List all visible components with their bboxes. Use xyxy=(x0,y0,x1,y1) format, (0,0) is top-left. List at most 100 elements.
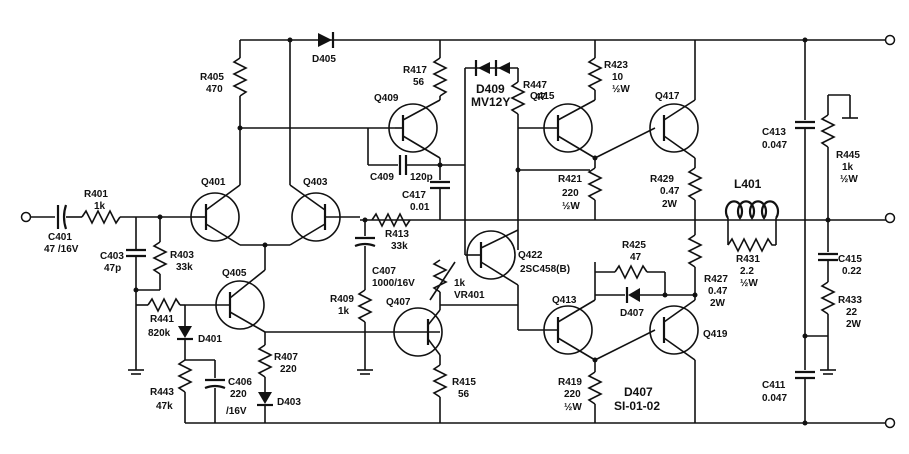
value-c409: 120p xyxy=(410,172,433,183)
wattage-r433: 2W xyxy=(846,319,862,330)
value-c407: 1000/16V xyxy=(372,278,415,289)
feedback-network xyxy=(354,212,411,375)
value-r415: 56 xyxy=(458,389,470,400)
value-d409: MV12Y xyxy=(471,95,510,109)
wattage-r423: ½W xyxy=(612,84,630,95)
component-labels: R405 470 D405 R417 56 Q409 D409 MV12Y R4… xyxy=(44,54,862,417)
label-q405: Q405 xyxy=(222,268,247,279)
label-q419: Q419 xyxy=(703,329,728,340)
label-d409: D409 xyxy=(476,82,505,96)
value-r405: 470 xyxy=(206,84,223,95)
value-r419: 220 xyxy=(564,389,581,400)
label-r433: R433 xyxy=(838,295,862,306)
label-r423: R423 xyxy=(604,60,628,71)
label-q417: Q417 xyxy=(655,91,680,102)
d405-diode xyxy=(318,32,335,48)
label-r407: R407 xyxy=(274,352,298,363)
upper-output xyxy=(518,40,703,220)
label-q422: Q422 xyxy=(518,250,543,261)
input-network xyxy=(31,204,192,375)
value-r423: 10 xyxy=(612,72,624,83)
label-q415: Q415 xyxy=(530,91,555,102)
diff-pair xyxy=(190,37,395,270)
label-r427: R427 xyxy=(704,274,728,285)
q405-stage xyxy=(136,269,440,424)
value-c403: 47p xyxy=(104,263,121,274)
value-r409: 1k xyxy=(338,306,350,317)
value-r417: 56 xyxy=(413,77,425,88)
label-q403: Q403 xyxy=(303,177,328,188)
label-r417: R417 xyxy=(403,65,427,76)
output-terminal[interactable] xyxy=(884,212,896,224)
value-r421: 220 xyxy=(562,188,579,199)
value-c406: 220 xyxy=(230,389,247,400)
label-r405: R405 xyxy=(200,72,224,83)
value-r407: 220 xyxy=(280,364,297,375)
zobel-network xyxy=(795,37,858,426)
wattage-r421: ½W xyxy=(562,201,580,212)
value-r427: 0.47 xyxy=(708,286,728,297)
value-r433: 22 xyxy=(846,307,858,318)
value-c415: 0.22 xyxy=(842,266,862,277)
value-d407-part: SI-01-02 xyxy=(614,399,660,413)
label-r441: R441 xyxy=(150,314,174,325)
label-r403: R403 xyxy=(170,250,194,261)
vee-terminal[interactable] xyxy=(884,417,896,429)
label-r421: R421 xyxy=(558,174,582,185)
value-r431: 2.2 xyxy=(740,266,754,277)
label-c406: C406 xyxy=(228,377,252,388)
label-r429: R429 xyxy=(650,174,674,185)
value-q422: 2SC458(B) xyxy=(520,264,570,275)
value-r403: 33k xyxy=(176,262,193,273)
input-terminal[interactable] xyxy=(20,211,32,223)
label-c407: C407 xyxy=(372,266,396,277)
label-q401: Q401 xyxy=(201,177,226,188)
label-q413: Q413 xyxy=(552,295,577,306)
label-r401: R401 xyxy=(84,189,108,200)
label-r419: R419 xyxy=(558,377,582,388)
label-r447: R447 xyxy=(523,80,547,91)
label-r431: R431 xyxy=(736,254,760,265)
label-c411: C411 xyxy=(762,380,786,391)
label-d407-part: D407 xyxy=(624,385,653,399)
label-l401: L401 xyxy=(734,177,762,191)
value-c413: 0.047 xyxy=(762,140,787,151)
q422-stage xyxy=(429,229,519,330)
output-inductor xyxy=(724,200,780,253)
label-d405: D405 xyxy=(312,54,336,65)
label-r415: R415 xyxy=(452,377,476,388)
wattage-r431: ½W xyxy=(740,278,758,289)
label-c413: C413 xyxy=(762,127,786,138)
label-r443: R443 xyxy=(150,387,174,398)
label-vr401: VR401 xyxy=(454,290,485,301)
wattage-r427: 2W xyxy=(710,298,726,309)
value-vr401: 1k xyxy=(454,278,466,289)
wattage-r429: 2W xyxy=(662,199,678,210)
label-c409: C409 xyxy=(370,172,394,183)
label-c401: C401 xyxy=(48,232,72,243)
value-r447: 47 xyxy=(535,92,547,103)
vcc-terminal[interactable] xyxy=(884,34,896,46)
q409-stage xyxy=(367,40,465,220)
wattage-r419: ½W xyxy=(564,402,582,413)
label-d403: D403 xyxy=(277,397,301,408)
value-r443: 47k xyxy=(156,401,173,412)
value-r441: 820k xyxy=(148,328,171,339)
value-r445: 1k xyxy=(842,162,854,173)
value-c411: 0.047 xyxy=(762,393,787,404)
value-r429: 0.47 xyxy=(660,186,680,197)
label-d401: D401 xyxy=(198,334,222,345)
d409-network xyxy=(464,60,590,255)
value-r425: 47 xyxy=(630,252,642,263)
q407-stage xyxy=(393,292,518,423)
label-r425: R425 xyxy=(622,240,646,251)
label-r445: R445 xyxy=(836,150,860,161)
value-c406-voltage: /16V xyxy=(226,406,247,417)
lower-output xyxy=(518,220,703,423)
value-r413: 33k xyxy=(391,241,408,252)
label-c403: C403 xyxy=(100,251,124,262)
label-r413: R413 xyxy=(385,229,409,240)
wattage-r445: ½W xyxy=(840,174,858,185)
